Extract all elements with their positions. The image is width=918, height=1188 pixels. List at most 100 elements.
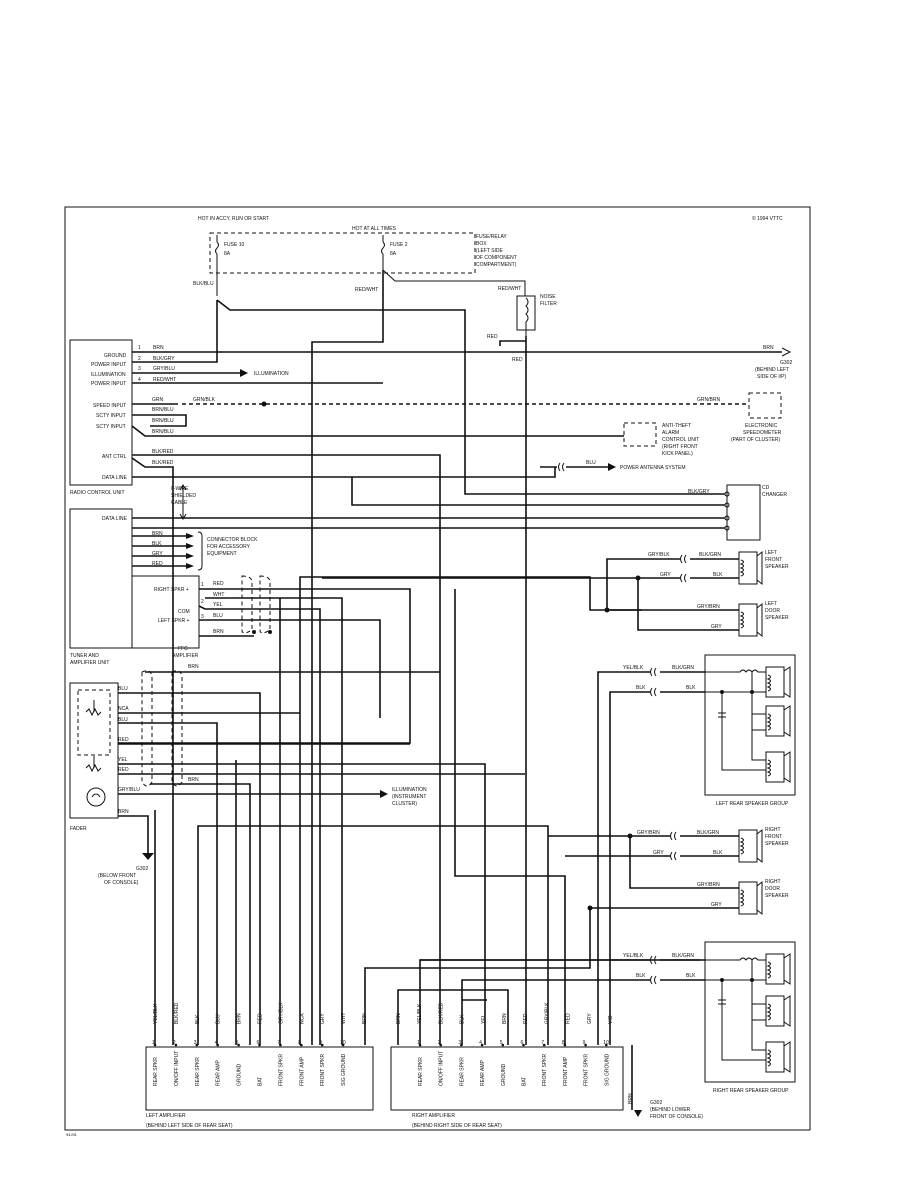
tuner-unit-box [69, 508, 133, 649]
ffc-shield-1 [241, 575, 253, 634]
wire-fader-blu [118, 692, 261, 1045]
rcu-pin-wire: BLK/GRY [153, 356, 175, 362]
fuse10-name: FUSE 10 [224, 242, 245, 248]
wire-scty-loop [132, 414, 187, 427]
connector-wire: BRN [152, 531, 163, 537]
wire-fuse2-label: RED/WHT [355, 287, 378, 293]
scty1-wire: BRN/BLU [152, 407, 174, 413]
ground-arrow-right [781, 347, 792, 357]
amp-pin-dot [584, 1043, 587, 1047]
amp-pin-name: GROUND [237, 1063, 243, 1086]
left-amp-title-1: (BEHIND LEFT SIDE OF REAR SEAT) [146, 1123, 233, 1129]
power-antenna-label: POWER ANTENNA SYSTEM [620, 465, 686, 471]
wire-ffc-blu [199, 619, 381, 718]
radio-control-unit-title: RADIO CONTROL UNIT [70, 490, 125, 496]
rf-w3: GRY [653, 850, 664, 856]
amp-pin-num: 3 [458, 1040, 461, 1046]
lf-w1: GRY/BLK [648, 552, 670, 558]
amp-wire-label: RED [258, 1013, 264, 1024]
amp-pin-name: BAT [522, 1077, 528, 1086]
amp-pin-name: BAT [258, 1077, 264, 1086]
ffc-label-1: AMPLIFIER [172, 653, 199, 659]
fader-title: FADER [70, 826, 87, 832]
rrg-w2: BLK/GRN [672, 953, 694, 959]
power-antenna-arrow [608, 463, 616, 471]
wire-scty-anti-theft [131, 425, 624, 437]
amp-pin-num: 3 [194, 1040, 197, 1046]
fader-illum-arrow [380, 790, 388, 798]
amp-pin-dot [501, 1043, 505, 1047]
fader-internals [77, 689, 111, 807]
lf-w4: BLK [713, 572, 723, 578]
amp-wire-label: GRY [587, 1013, 593, 1024]
amp-pin-num: 5 [500, 1040, 503, 1046]
ant-ctrl-wire2: BLK/RED [152, 460, 174, 466]
amp-wire-label: BLK/RED [438, 1002, 444, 1024]
right-amplifier-box [390, 1046, 624, 1111]
ant-ctrl-wire: BLK/RED [152, 449, 174, 455]
cd-changer-label-0: CD [762, 485, 770, 491]
wire-ld-minus [637, 578, 739, 631]
connector-wire: BLK [152, 541, 162, 547]
anti-theft-4: KICK PANEL) [662, 451, 693, 457]
amp-pin-num: 10 [340, 1040, 346, 1046]
rcu-pin-num: 3 [138, 366, 141, 372]
speedometer-label-1: SPEEDOMETER [743, 430, 782, 436]
ffc-pin-name: LEFT SPKR + [158, 618, 190, 624]
amp-wire-label: WHT [341, 1013, 347, 1024]
amp-pin-dot [418, 1043, 422, 1047]
fuse2-symbol [381, 235, 526, 296]
rcu-pin-wire: RED/WHT [153, 377, 176, 383]
amp-pin-dot [320, 1043, 324, 1047]
fader-brn-top: BRN [188, 664, 199, 670]
lrg-connectors [650, 667, 657, 697]
amp-pin-name: FRONT SPKR [320, 1053, 326, 1086]
amp-pin-dot [300, 1043, 303, 1047]
fader-wire: RED [118, 737, 129, 743]
amp-pin-num: 2 [173, 1040, 176, 1046]
fuse-box-label-2: (LEFT SIDE [476, 248, 504, 254]
ffc-pin-name: RIGHT SPKR + [154, 587, 189, 593]
wire-route-blk2 [364, 910, 591, 1045]
wire-route-brn [397, 989, 509, 1045]
amp-wire-label: RED [566, 1013, 572, 1024]
ffc-brn-wire: BRN [213, 629, 224, 635]
fuse10-rating: 8A [224, 251, 231, 257]
svg-text:SPEAKER: SPEAKER [765, 893, 789, 899]
g302-right-amp-1: (BEHIND LOWER [650, 1107, 691, 1113]
wire-filter-label: RED/WHT [498, 286, 521, 292]
ffc-pin-wire: WHT [213, 592, 224, 598]
ld-w2: GRY [711, 624, 722, 630]
amp-pin-name: REAR SPKR [459, 1057, 465, 1086]
wire-fader-blu2 [118, 722, 218, 1045]
fuse-box-label-0: FUSE/RELAY [476, 234, 507, 240]
lrg-w3: BLK [636, 685, 646, 691]
amp-wire-label: BLK/RED [174, 1002, 180, 1024]
speed-input-name: SPEED INPUT [93, 403, 126, 409]
ffc-shield-2 [259, 575, 271, 634]
amp-pin-name: SIG GROUND [341, 1053, 347, 1086]
cd-changer-label-1: CHANGER [762, 492, 787, 498]
wire-ant-ctrl-1 [132, 454, 441, 1045]
left-door-speaker: LEFT DOOR SPEAKER GRY/BRN GRY [697, 601, 789, 638]
scty1-name: SCTY INPUT [96, 413, 126, 419]
svg-text:SPEAKER: SPEAKER [765, 564, 789, 570]
g302-right-amp-0: G302 [650, 1100, 662, 1106]
wire-fader-brn [118, 815, 149, 853]
illum-arrow-label: ILLUMINATION [254, 371, 289, 377]
connector-label-1: FOR ACCESSORY [207, 544, 251, 550]
rf-w1: GRY/BRN [637, 830, 660, 836]
speed-splice-dot [261, 401, 267, 407]
rcu-pin-name: GROUND [104, 353, 127, 359]
rcu-pin-wire: BRN [153, 345, 164, 351]
hot-all-label: HOT AT ALL TIMES [352, 226, 397, 232]
amp-pin-dot [522, 1043, 525, 1047]
figure-code: 94J91 [66, 1132, 78, 1137]
ffc-pin-num: 1 [201, 582, 204, 588]
red-wire-label-1: RED [487, 334, 498, 340]
wire-fader-brn-mid [150, 783, 251, 1045]
fader-illum-2: CLUSTER) [392, 801, 417, 807]
rcu-pin-name: ILLUMINATION [91, 372, 126, 378]
fader-shield-2 [171, 670, 183, 787]
